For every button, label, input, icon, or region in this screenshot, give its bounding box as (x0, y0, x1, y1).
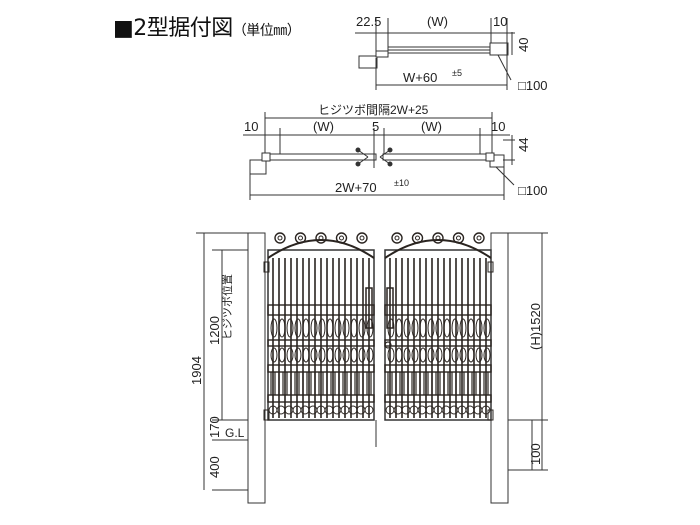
plan1-post-size: □100 (518, 78, 548, 93)
plan-view-double (243, 112, 515, 200)
elev-dim-embed: 400 (207, 456, 222, 478)
plan1-dim-w: (W) (427, 14, 448, 29)
page-title: ■2型据付図（単位㎜） (113, 10, 301, 42)
elev-dim-pivot: 1200 (207, 316, 222, 345)
title-main: ■2型据付図 (113, 16, 233, 41)
elev-pivot-label: ヒジツボ位置 (220, 274, 234, 340)
plan1-dim-total: W+60 (403, 70, 437, 85)
elev-dim-foot: 100 (528, 443, 543, 465)
title-unit: （単位㎜） (232, 23, 301, 39)
elev-dim-clearance: 170 (207, 416, 222, 438)
plan2-dim-left: 10 (244, 119, 258, 134)
plan2-dim-center: 5 (372, 119, 379, 134)
plan2-dim-w-left: (W) (313, 119, 334, 134)
plan2-post-size: □100 (518, 183, 548, 198)
plan2-pivot-spacing: ヒジツボ間隔2W+25 (318, 103, 429, 117)
plan2-dim-total: 2W+70 (335, 180, 377, 195)
elev-ground-label: G.L (225, 426, 245, 440)
plan1-dim-depth: 40 (516, 38, 531, 52)
plan2-tol-total: ±10 (394, 178, 409, 188)
elevation-view (196, 232, 548, 504)
plan1-dim-left: 22.5 (356, 14, 381, 29)
gate-ironwork (263, 232, 494, 421)
plan1-dim-right: 10 (493, 14, 507, 29)
elev-dim-total-height: 1904 (189, 356, 204, 385)
elev-dim-gate-height: (H)1520 (528, 303, 543, 350)
plan-view-single (355, 18, 515, 90)
plan1-tol-total: ±5 (452, 68, 462, 78)
plan2-dim-right: 10 (491, 119, 505, 134)
plan2-dim-w-right: (W) (421, 119, 442, 134)
plan2-dim-depth: 44 (516, 138, 531, 152)
